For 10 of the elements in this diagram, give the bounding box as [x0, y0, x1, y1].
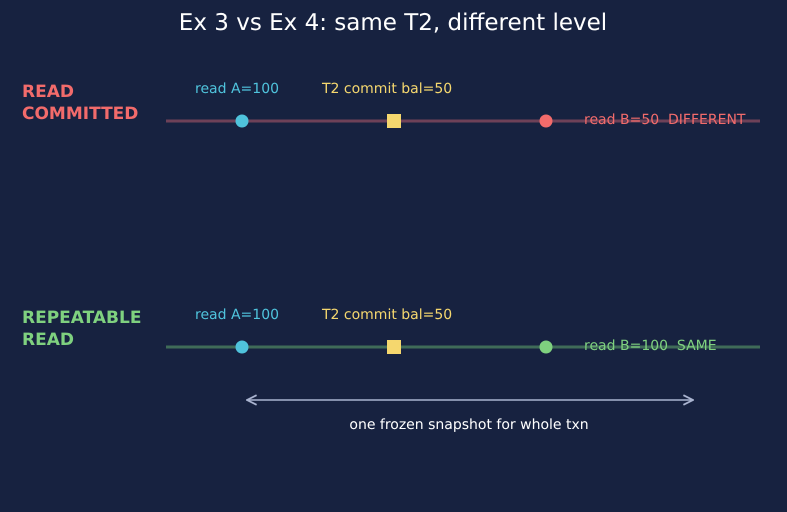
snapshot-note: one frozen snapshot for whole txn [349, 417, 589, 433]
event-label: read A=100 [195, 81, 280, 97]
result-label: read B=50 DIFFERENT [584, 112, 746, 128]
level-heading: READ COMMITTED [22, 81, 140, 125]
event-label: read A=100 [195, 307, 280, 323]
diagram-title: Ex 3 vs Ex 4: same T2, different level [178, 10, 608, 36]
result-label: read B=100 SAME [584, 338, 717, 354]
event-label: T2 commit bal=50 [322, 81, 452, 97]
level-heading: REPEATABLE READ [22, 307, 142, 351]
event-label: T2 commit bal=50 [322, 307, 452, 323]
